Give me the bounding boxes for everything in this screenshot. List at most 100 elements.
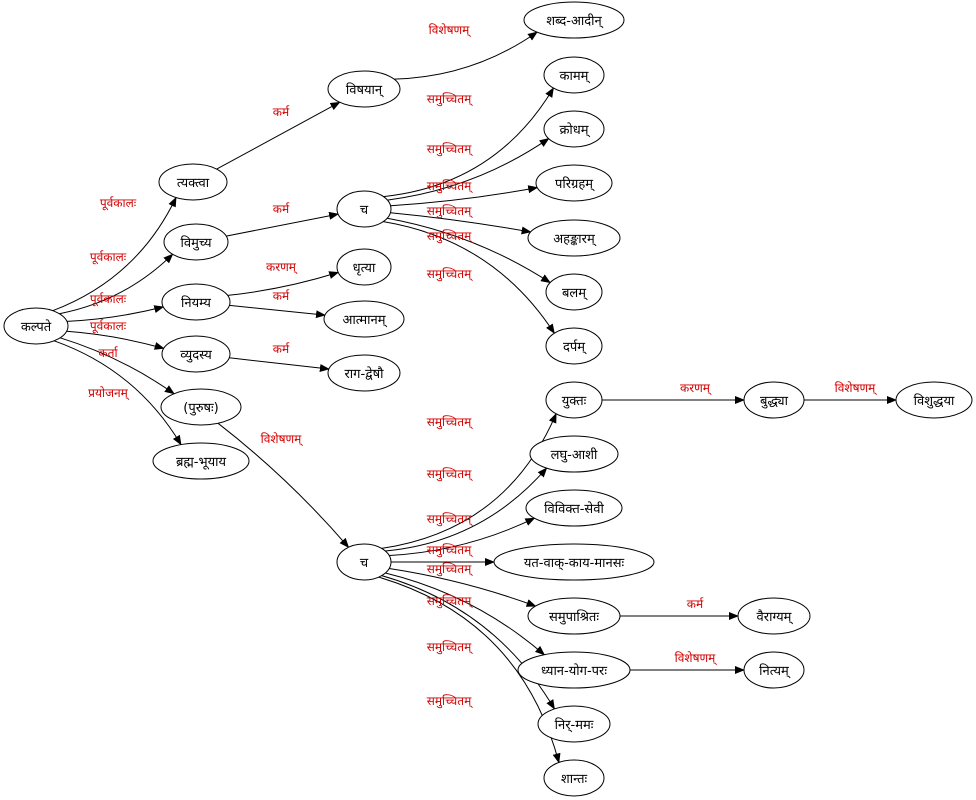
node-label: ब्रह्म-भूयाय [176, 455, 227, 470]
edges-layer [52, 31, 897, 764]
node-ellipse [529, 435, 619, 473]
edge-cha2-dhyana_yoga [385, 572, 546, 656]
node-label: समुपाश्रितः [549, 609, 599, 625]
edge-label-buddhya-vishuddhaya: विशेषणम् [835, 381, 878, 396]
node-label: विविक्त-सेवी [544, 501, 604, 517]
node-darpam: दर्पम् [545, 327, 603, 365]
node-label: बलम् [562, 286, 588, 301]
edge-kalpate-purushah [59, 337, 175, 395]
edge-label-cha2-nir_mamah: समुच्चितम् [427, 640, 474, 655]
node-label: परिग्रहम् [555, 176, 595, 192]
edge-vishayan-shabda_adin [394, 31, 538, 80]
edge-label-samupashritah-vairagyam: कर्म [687, 597, 704, 611]
node-label: विषयान् [346, 82, 384, 98]
node-label: निर्-ममः [555, 717, 594, 733]
node-vishuddhaya: विशुद्धया [895, 381, 973, 419]
edge-label-cha2-laghu_ashi: समुच्चितम् [427, 467, 474, 482]
edge-label-kalpate-purushah: कर्ता [98, 346, 118, 360]
node-kalpate: कल्पते [3, 307, 69, 345]
edge-label-cha1-kamam: समुच्चितम् [427, 92, 474, 107]
node-ellipse [336, 543, 392, 581]
node-tyaktva: त्यक्त्वा [158, 163, 228, 201]
edge-label-vishayan-shabda_adin: विशेषणम् [429, 23, 472, 38]
node-vivikta-sevi: विविक्त-सेवी [525, 489, 623, 527]
edge-label-cha1-krodham: समुच्चितम् [427, 142, 474, 157]
node-label: शब्द-आदीन् [546, 13, 604, 29]
node-ellipse [158, 163, 228, 201]
node-yata-vak: यत-वाक्-काय-मानसः [493, 543, 655, 581]
edge-label-cha1-darpam: समुच्चितम् [427, 267, 474, 282]
edge-kalpate-vimuchya [59, 253, 174, 315]
edge-label-kalpate-tyaktva: पूर्वकालः [100, 196, 137, 211]
node-shabda-adin: शब्द-आदीन् [523, 1, 625, 39]
edge-label-cha1-ahankaram: समुच्चितम् [427, 204, 474, 219]
edge-cha1-parigraham [390, 185, 539, 207]
edge-label-yuktah-buddhya: करणम् [680, 381, 712, 396]
node-label: व्युदस्य [180, 348, 212, 363]
edge-label-cha1-balam: समुच्चितम् [427, 229, 474, 244]
node-cha2: च [336, 543, 392, 581]
node-ellipse [743, 381, 805, 419]
node-label: यत-वाक्-काय-मानसः [524, 556, 625, 571]
node-label: विमुच्य [180, 235, 212, 251]
edge-label-kalpate-vimuchya: पूर्वकालः [90, 250, 127, 265]
node-ellipse [527, 597, 621, 635]
edge-cha1-krodham [387, 138, 550, 201]
edge-cha1-darpam [383, 221, 555, 335]
edge-label-tyaktva-vishayan: कर्म [273, 105, 290, 119]
edge-cha1-kamam [383, 87, 554, 198]
node-ellipse [152, 442, 250, 480]
node-label: अहङ्कारम् [553, 232, 597, 247]
node-kamam: कामम् [543, 56, 605, 94]
node-ellipse [517, 651, 631, 689]
node-ellipse [161, 335, 231, 373]
node-krodham: क्रोधम् [543, 110, 605, 148]
edge-label-niyamya-dhritya: करणम् [266, 260, 298, 275]
edge-cha2-laghu_ashi [385, 467, 548, 552]
node-ellipse [543, 759, 605, 797]
node-label: च [360, 556, 369, 571]
node-ellipse [161, 283, 231, 321]
edge-cha1-balam [387, 217, 551, 284]
node-label: शान्तः [561, 772, 588, 787]
edge-labels-layer: पूर्वकालः पूर्वकालः पूर्वकालः पूर्वकालः कर्त… [88, 23, 877, 709]
node-label: क्रोधम् [559, 122, 590, 138]
node-nityam: नित्यम् [743, 651, 805, 689]
node-brahma-bhuyaya: ब्रह्म-भूयाय [152, 442, 250, 480]
edge-label-cha2-yata_vak: समुच्चितम् [427, 543, 474, 558]
edge-label-kalpate-niyamya: पूर्वकालः [90, 292, 127, 307]
node-label: नियम्य [181, 295, 211, 311]
edge-vimuchya-cha1 [226, 211, 340, 237]
node-ellipse [160, 388, 242, 426]
edge-label-dhyana_yoga-nityam: विशेषणम् [675, 651, 718, 666]
node-label: धृत्या [353, 261, 376, 276]
node-label: नित्यम् [759, 663, 791, 679]
node-label: आत्मानम् [342, 313, 387, 328]
node-ellipse [523, 1, 625, 39]
node-label: वैराग्यम् [757, 609, 794, 625]
node-ellipse [737, 597, 811, 635]
node-raga-dveshau: राग-द्वेषौ [327, 354, 401, 392]
edge-kalpate-niyamya [66, 305, 165, 322]
node-vishayan: विषयान् [327, 70, 401, 108]
node-ellipse [543, 56, 605, 94]
edge-kalpate-vyudasya [66, 330, 165, 350]
edge-label-cha2-dhyana_yoga: समुच्चितम् [427, 594, 474, 609]
node-ellipse [545, 273, 603, 311]
edge-label-kalpate-brahma_bhuyaya: प्रयोजनम् [88, 386, 130, 401]
edge-label-purushah-cha2: विशेषणम् [261, 432, 304, 447]
node-ellipse [336, 248, 392, 286]
edge-label-vyudasya-raga_dveshau: कर्म [273, 342, 290, 356]
node-label: (पुरुषः) [183, 401, 218, 416]
node-label: विशुद्धया [914, 393, 955, 409]
node-label: दर्पम् [563, 339, 587, 355]
node-label: कामम् [560, 69, 591, 84]
node-ellipse [535, 164, 613, 202]
node-cha1: च [336, 190, 392, 228]
edge-label-cha2-vivikta_sevi: समुच्चितम् [427, 512, 474, 527]
edge-cha2-nir_mamah [381, 575, 555, 710]
node-label: ध्यान-योग-परः [541, 663, 607, 679]
edge-label-kalpate-vyudasya: पूर्वकालः [90, 319, 127, 334]
node-dhritya: धृत्या [336, 248, 392, 286]
